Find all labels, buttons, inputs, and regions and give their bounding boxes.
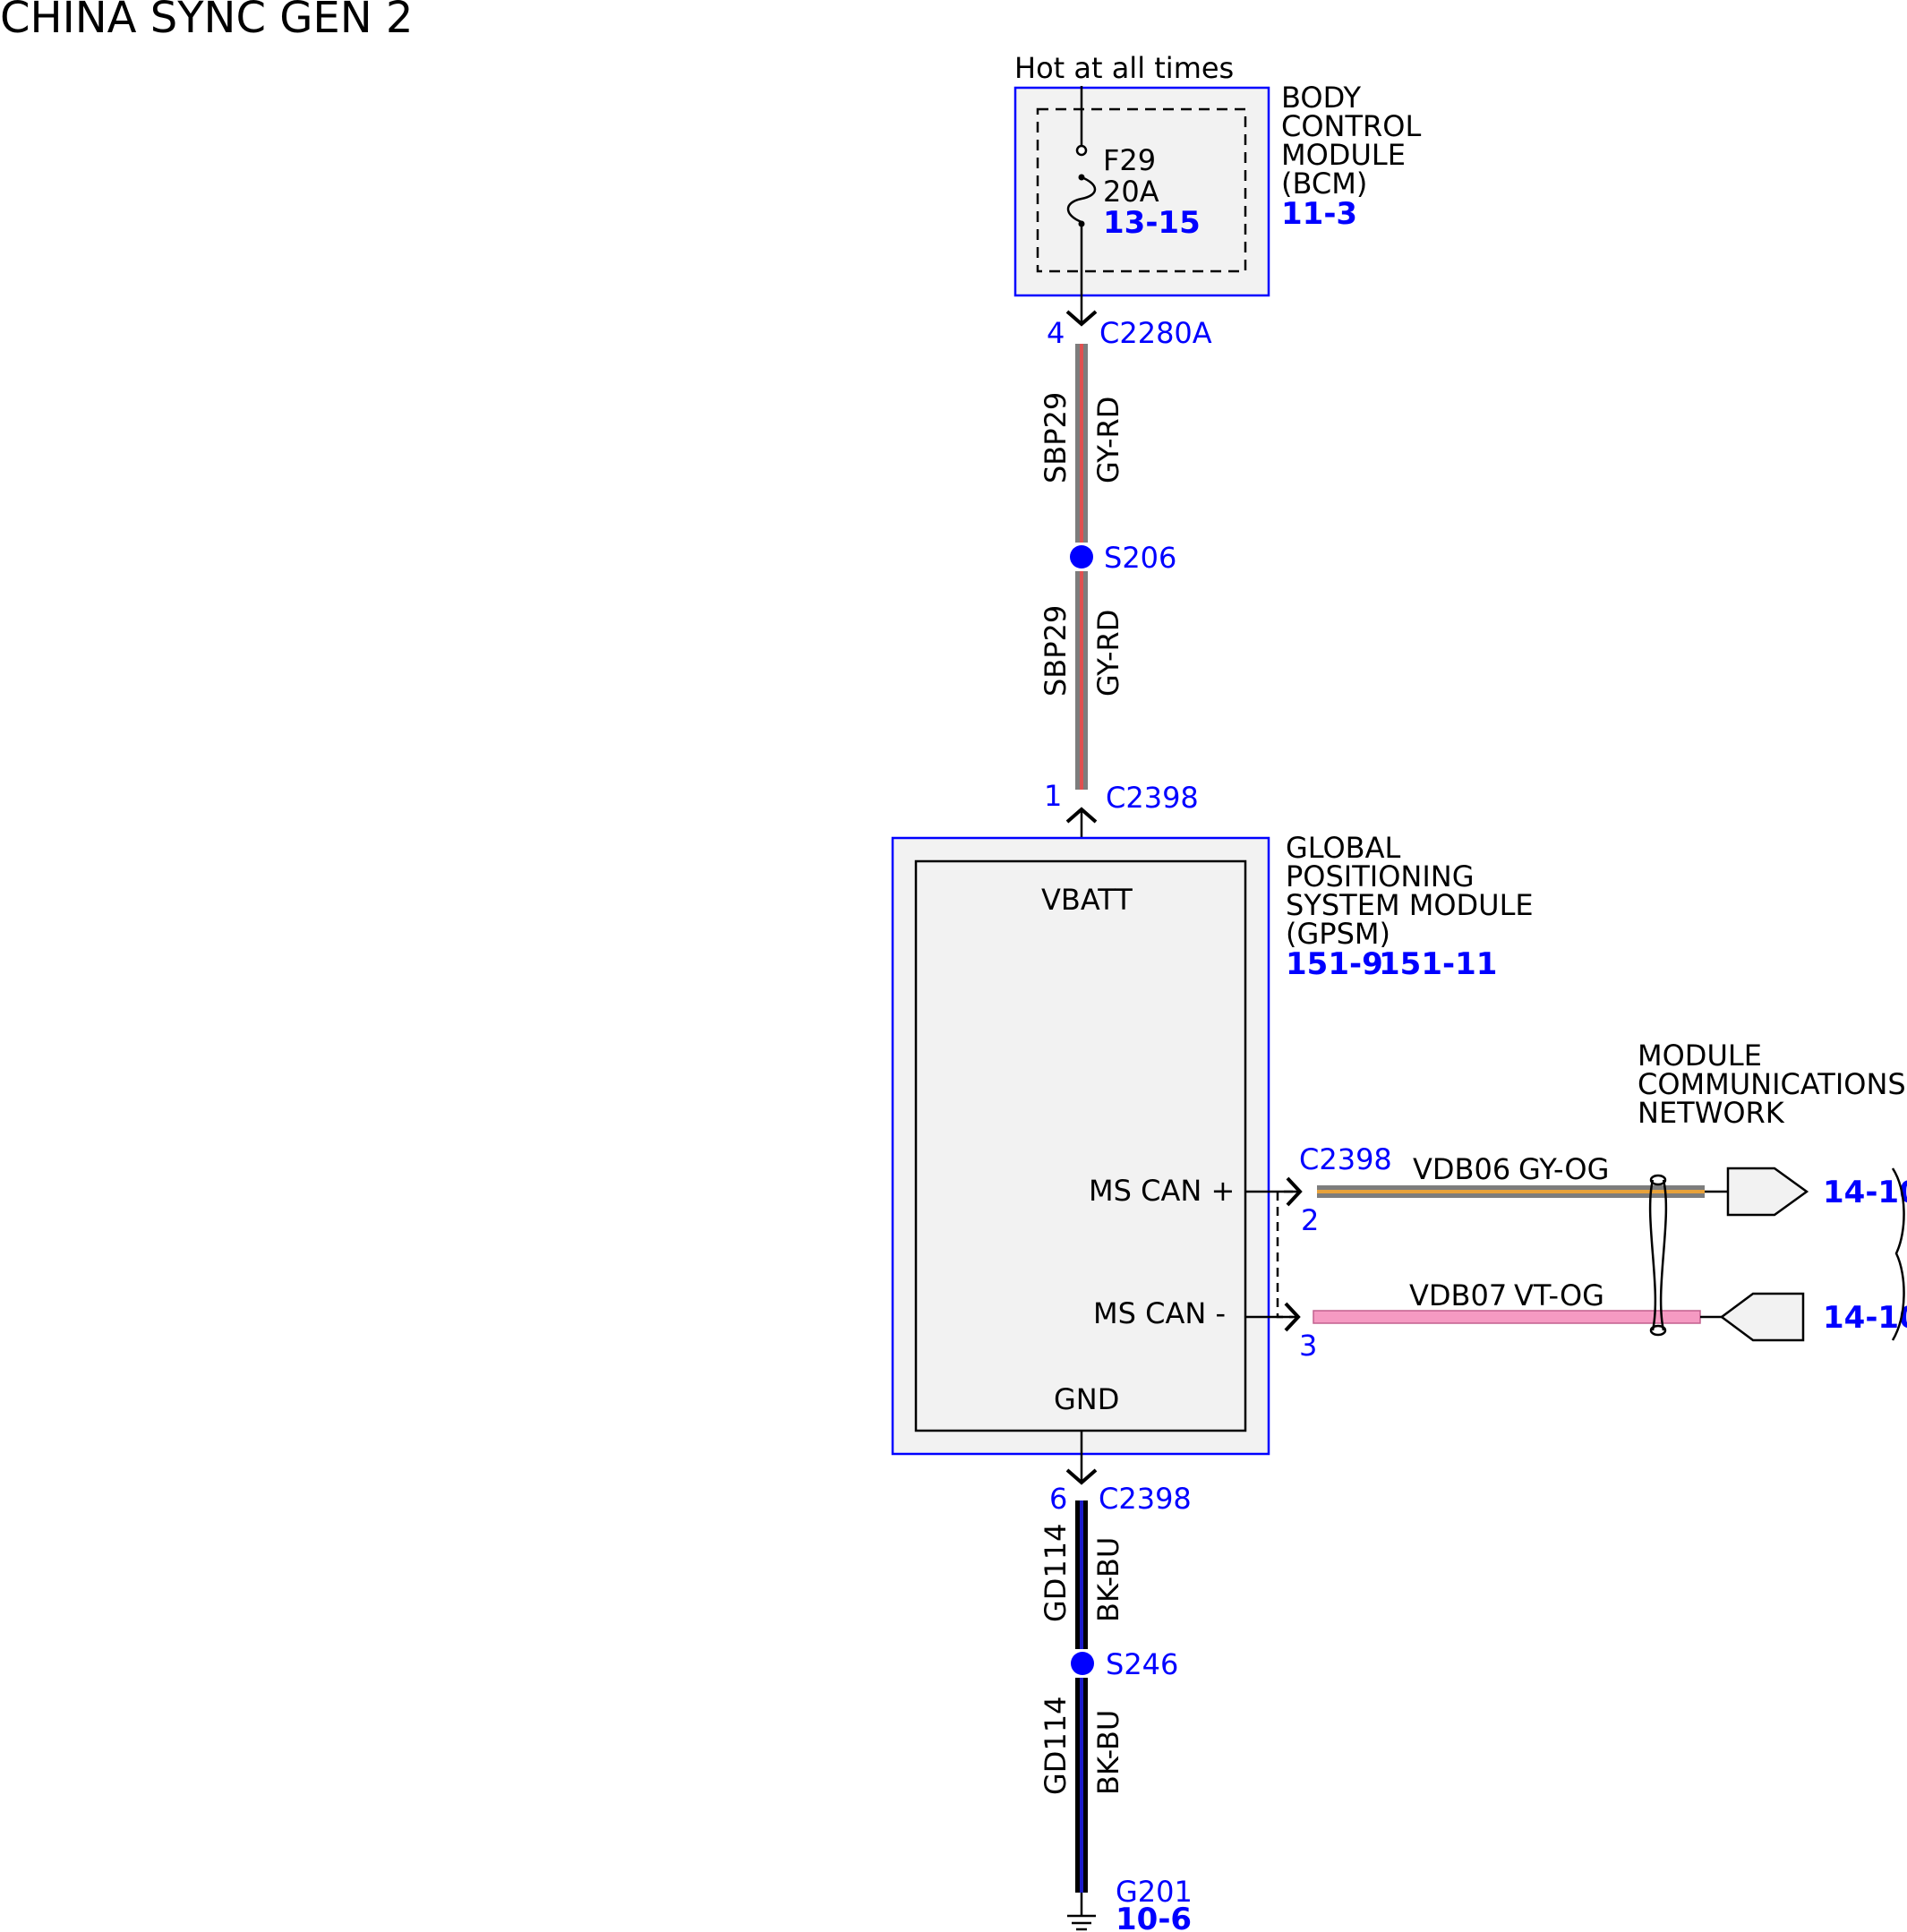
wire-gd114-segment-1 bbox=[1075, 1500, 1088, 1649]
c2398-bottom-connector-icon bbox=[1065, 1468, 1098, 1485]
power-source-label: Hot at all times bbox=[1014, 51, 1234, 85]
fuse-rating: 20A bbox=[1103, 175, 1159, 209]
wire-sbp29-color-1: GY-RD bbox=[1091, 397, 1125, 483]
fuse-id: F29 bbox=[1103, 143, 1156, 177]
bcm-module bbox=[1013, 86, 1270, 297]
gpsm-name-line-3: SYSTEM MODULE bbox=[1286, 888, 1534, 922]
splice-s246 bbox=[1071, 1652, 1094, 1675]
c2398-top-id: C2398 bbox=[1106, 781, 1199, 815]
ground-id: G201 bbox=[1116, 1875, 1193, 1909]
can-minus-wire bbox=[1313, 1310, 1701, 1324]
gpsm-module bbox=[891, 836, 1270, 1456]
gpsm-name-line-1: GLOBAL bbox=[1286, 831, 1401, 865]
gpsm-name-line-4: (GPSM) bbox=[1286, 917, 1390, 951]
wire-sbp29-segment-1 bbox=[1075, 344, 1088, 543]
can-plus-pointer-icon bbox=[1726, 1167, 1809, 1217]
network-name-line-3: NETWORK bbox=[1638, 1096, 1785, 1130]
gpsm-reference-2[interactable]: 151-11 bbox=[1379, 946, 1497, 982]
wire-sbp29-circuit-2: SBP29 bbox=[1039, 605, 1073, 697]
network-name-line-2: COMMUNICATIONS bbox=[1638, 1067, 1906, 1101]
can-plus-wire bbox=[1317, 1185, 1705, 1198]
gpsm-internal-box bbox=[914, 859, 1247, 1432]
bcm-name-line-3: MODULE bbox=[1281, 138, 1406, 172]
twisted-pair-icon bbox=[1648, 1174, 1668, 1337]
gpsm-pin-gnd: GND bbox=[1054, 1382, 1119, 1416]
c2398-bottom-pin: 6 bbox=[1049, 1482, 1067, 1516]
bcm-name-line-4: (BCM) bbox=[1281, 167, 1367, 201]
bcm-internal-box bbox=[1036, 107, 1247, 273]
diagram-title: CHINA SYNC GEN 2 bbox=[0, 0, 413, 43]
c2280a-id: C2280A bbox=[1099, 316, 1212, 350]
network-connector-id: C2398 bbox=[1299, 1142, 1392, 1176]
wire-gd114-color-1: BK-BU bbox=[1091, 1537, 1125, 1622]
gpsm-pin-vbatt: VBATT bbox=[1041, 883, 1133, 917]
wire-gd114-circuit-2: GD114 bbox=[1039, 1696, 1073, 1795]
c2398-bottom-id: C2398 bbox=[1099, 1482, 1192, 1516]
can-minus-pointer-icon bbox=[1719, 1292, 1805, 1342]
can-plus-pin: 2 bbox=[1301, 1203, 1319, 1237]
ground-reference[interactable]: 10-6 bbox=[1116, 1902, 1192, 1932]
c2398-top-pin: 1 bbox=[1044, 779, 1062, 813]
gpsm-pin-can-plus: MS CAN + bbox=[1089, 1174, 1235, 1208]
splice-s206-id: S206 bbox=[1104, 541, 1176, 575]
splice-s246-id: S246 bbox=[1106, 1647, 1178, 1681]
fuse-f29-icon bbox=[1066, 144, 1097, 227]
gpsm-pin-can-minus: MS CAN - bbox=[1093, 1296, 1226, 1330]
wire-gd114-segment-2 bbox=[1075, 1678, 1088, 1893]
bcm-name-line-2: CONTROL bbox=[1281, 109, 1421, 143]
wire-gd114-circuit-1: GD114 bbox=[1039, 1523, 1073, 1622]
wire-gd114-color-2: BK-BU bbox=[1091, 1710, 1125, 1795]
splice-s206 bbox=[1070, 545, 1093, 568]
fuse-reference[interactable]: 13-15 bbox=[1103, 205, 1201, 241]
can-minus-pin: 3 bbox=[1299, 1329, 1317, 1363]
can-plus-connector-icon bbox=[1286, 1176, 1303, 1207]
can-plus-reference[interactable]: 14-10 bbox=[1823, 1175, 1907, 1210]
can-minus-circuit: VDB07 bbox=[1409, 1278, 1507, 1312]
wire-sbp29-color-2: GY-RD bbox=[1091, 610, 1125, 697]
can-minus-reference[interactable]: 14-10 bbox=[1823, 1300, 1907, 1336]
can-plus-circuit: VDB06 bbox=[1413, 1152, 1510, 1186]
connector-dashed-link bbox=[1276, 1190, 1293, 1319]
network-brace-icon bbox=[1891, 1167, 1905, 1341]
wire-sbp29-circuit-1: SBP29 bbox=[1039, 392, 1073, 483]
bcm-name-line-1: BODY bbox=[1281, 81, 1361, 115]
bcm-reference[interactable]: 11-3 bbox=[1281, 196, 1357, 232]
gpsm-name-line-2: POSITIONING bbox=[1286, 859, 1475, 893]
can-plus-color: GY-OG bbox=[1518, 1152, 1609, 1186]
can-minus-color: VT-OG bbox=[1514, 1278, 1604, 1312]
gpsm-reference-1[interactable]: 151-9 bbox=[1286, 946, 1383, 982]
bcm-outline bbox=[1013, 86, 1270, 297]
c2280a-connector-icon bbox=[1065, 310, 1098, 327]
c2280a-pin: 4 bbox=[1047, 316, 1065, 350]
ground-icon bbox=[1067, 1893, 1096, 1931]
wire-sbp29-segment-2 bbox=[1075, 571, 1088, 790]
network-name-line-1: MODULE bbox=[1638, 1039, 1762, 1073]
can-minus-connector-icon bbox=[1284, 1302, 1301, 1332]
